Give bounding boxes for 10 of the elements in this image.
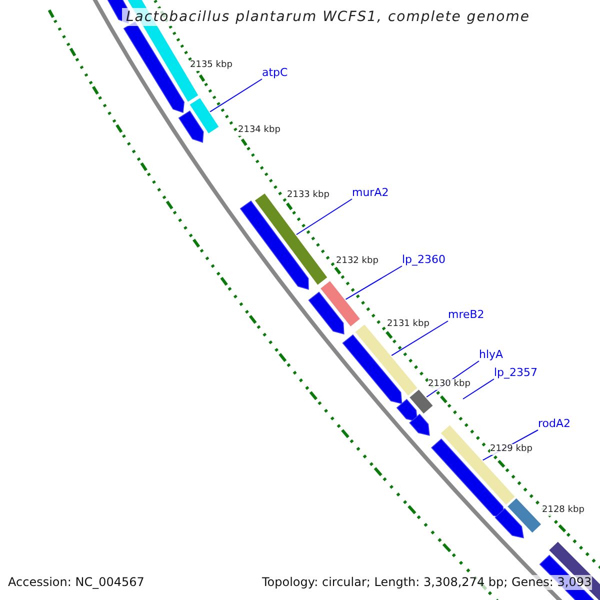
tick-label: 2134 kbp (238, 125, 280, 136)
tick-label: 2130 kbp (428, 379, 470, 390)
tick-label: 2133 kbp (287, 190, 330, 201)
tick-label: 2129 kbp (490, 444, 532, 455)
tick-label: 2135 kbp (190, 60, 232, 71)
tick-label: 2132 kbp (336, 256, 378, 267)
footer-text: Accession: NC_004567 (8, 575, 144, 590)
tick-label: 2128 kbp (542, 505, 584, 516)
tick-label: 2131 kbp (387, 319, 430, 330)
footer-text: Topology: circular; Length: 3,308,274 bp; Genes: 3,093 (262, 575, 592, 590)
